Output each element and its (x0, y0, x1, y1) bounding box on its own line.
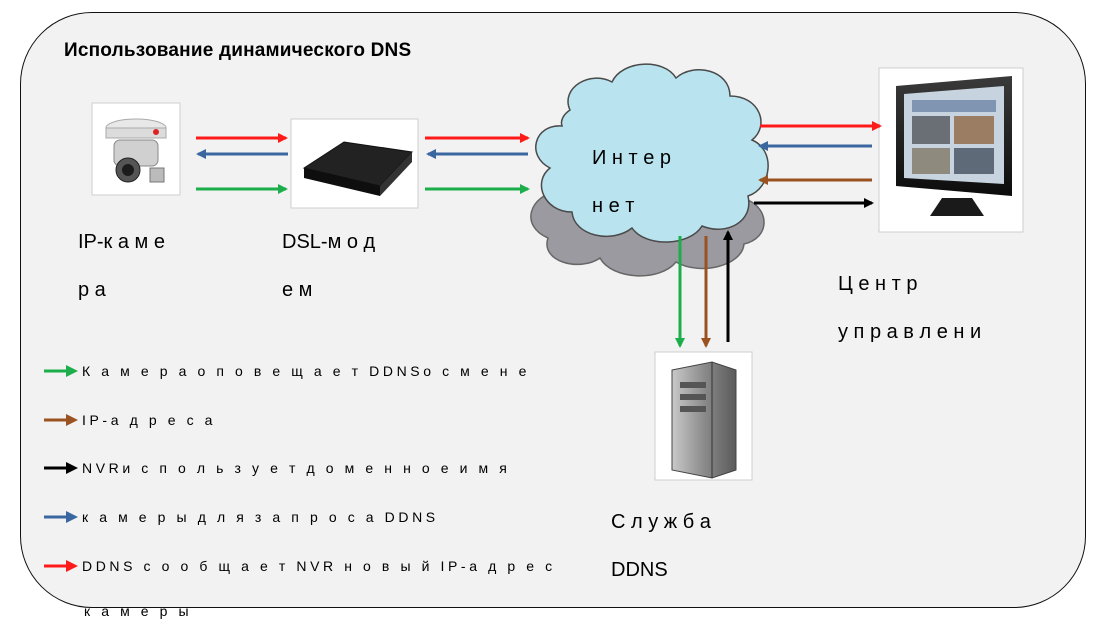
control-center-label-line-2: у п р а в л е н и (838, 321, 982, 343)
legend-item-black: NVRи с п о л ь з у е т д о м е н н о е и… (44, 453, 510, 483)
internet-label-line-2: н е т (592, 195, 635, 217)
control-center-label-line-1: Ц е н т р (838, 273, 918, 295)
control-center-monitor-icon (878, 67, 1024, 233)
ddns-label-line-1: С л у ж б а (611, 511, 711, 533)
camera-label: IP-к а м е р а (78, 218, 165, 314)
diagram-title: Использование динамического DNS (64, 40, 412, 61)
legend-tail-text: к а м е р ы (84, 603, 193, 619)
camera-label-line-2: р а (78, 279, 106, 301)
brown-arrow-icon (44, 414, 78, 426)
legend-tail: к а м е р ы (84, 596, 192, 626)
legend-item-green: К а м е р а о п о в е щ а е т DDNSо с м … (44, 356, 530, 386)
legend-text: NVRи с п о л ь з у е т д о м е н н о е и… (82, 460, 511, 476)
legend-text: К а м е р а о п о в е щ а е т DDNSо с м … (82, 363, 530, 379)
ip-camera-icon (91, 102, 181, 196)
internet-label: И н т е р н е т (592, 134, 671, 230)
ddns-server-icon (654, 351, 753, 481)
ddns-label-line-2: DDNS (611, 559, 668, 581)
black-arrow-icon (44, 462, 78, 474)
modem-label: DSL-м о д е м (282, 218, 375, 314)
legend-item-red: DDNS с о о б щ а е т NVR н о в ы й IP-а … (44, 551, 556, 581)
modem-label-line-2: е м (282, 279, 313, 301)
blue-arrow-icon (44, 511, 78, 523)
legend-item-blue: к а м е р ы д л я з а п р о с а DDNS (44, 502, 439, 532)
control-center-label: Ц е н т р у п р а в л е н и (838, 260, 981, 356)
green-arrow-icon (44, 365, 78, 377)
internet-label-line-1: И н т е р (592, 147, 672, 169)
legend-text: к а м е р ы д л я з а п р о с а DDNS (82, 509, 439, 525)
dsl-modem-icon (290, 118, 419, 209)
modem-label-line-1: DSL-м о д (282, 231, 376, 253)
legend-item-brown: IP-а д р е с а (44, 405, 216, 435)
legend-text: DDNS с о о б щ а е т NVR н о в ы й IP-а … (82, 558, 556, 574)
internet-cloud (530, 63, 769, 277)
red-arrow-icon (44, 560, 78, 572)
legend-text: IP-а д р е с а (82, 412, 217, 428)
camera-label-line-1: IP-к а м е (78, 231, 165, 253)
ddns-label: С л у ж б а DDNS (611, 498, 711, 594)
